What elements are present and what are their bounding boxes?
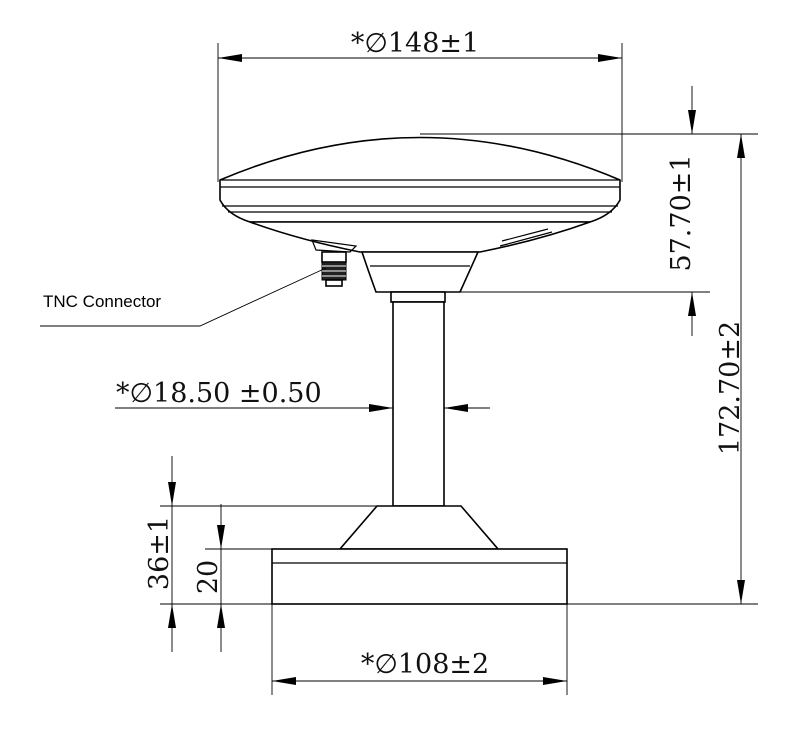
antenna-neck (360, 251, 480, 303)
antenna-radome (219, 136, 621, 253)
extension-lines (160, 43, 758, 695)
dimension-head-height: 57.70±1 (666, 86, 697, 336)
dimension-mast-diameter: *∅18.50 ±0.50 (115, 378, 490, 412)
base-diameter-label: *∅108±2 (361, 649, 489, 680)
overall-height-label: 172.70±2 (715, 321, 746, 455)
connector-callout: TNC Connector (40, 267, 327, 327)
dimension-base-plate-height: 20 (193, 504, 225, 652)
dimension-base-height-total: 36±1 (144, 456, 176, 652)
base-plate-height-label: 20 (193, 560, 224, 594)
dimension-overall-height: 172.70±2 (715, 134, 746, 604)
dimension-top-diameter: *∅148±1 (218, 28, 622, 62)
mast-diameter-label: *∅18.50 ±0.50 (116, 378, 322, 409)
antenna-base (271, 505, 568, 605)
head-height-label: 57.70±1 (666, 154, 697, 271)
base-height-total-label: 36±1 (144, 516, 175, 590)
top-diameter-label: *∅148±1 (351, 28, 479, 59)
connector-label: TNC Connector (43, 292, 161, 311)
antenna-mast (392, 301, 445, 507)
tnc-connector-graphic (311, 239, 358, 287)
dimension-base-diameter: *∅108±2 (272, 649, 567, 685)
